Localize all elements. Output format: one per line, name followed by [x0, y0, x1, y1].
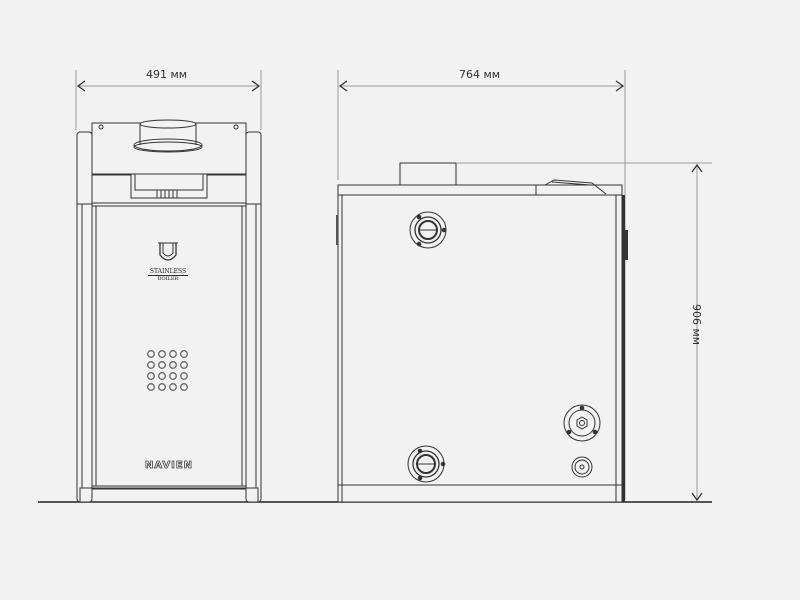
front-view — [75, 70, 262, 503]
depth-dimension-label: 764 мм — [459, 68, 501, 81]
badge-bottom-text: BOILER — [157, 276, 179, 282]
fitting-top-left — [409, 211, 447, 249]
width-dimension-label: 491 мм — [146, 68, 188, 81]
stainless-boiler-badge: STAINLESS BOILER — [148, 268, 188, 283]
vent-holes — [147, 350, 188, 391]
fitting-bottom-left — [407, 445, 446, 483]
height-dimension-label: 906 мм — [690, 303, 704, 346]
side-view — [336, 70, 712, 503]
badge-top-text: STAINLESS — [148, 268, 188, 276]
navien-logo: NAVIEN — [144, 460, 194, 472]
fitting-drain — [571, 456, 593, 478]
fitting-right — [563, 404, 601, 442]
